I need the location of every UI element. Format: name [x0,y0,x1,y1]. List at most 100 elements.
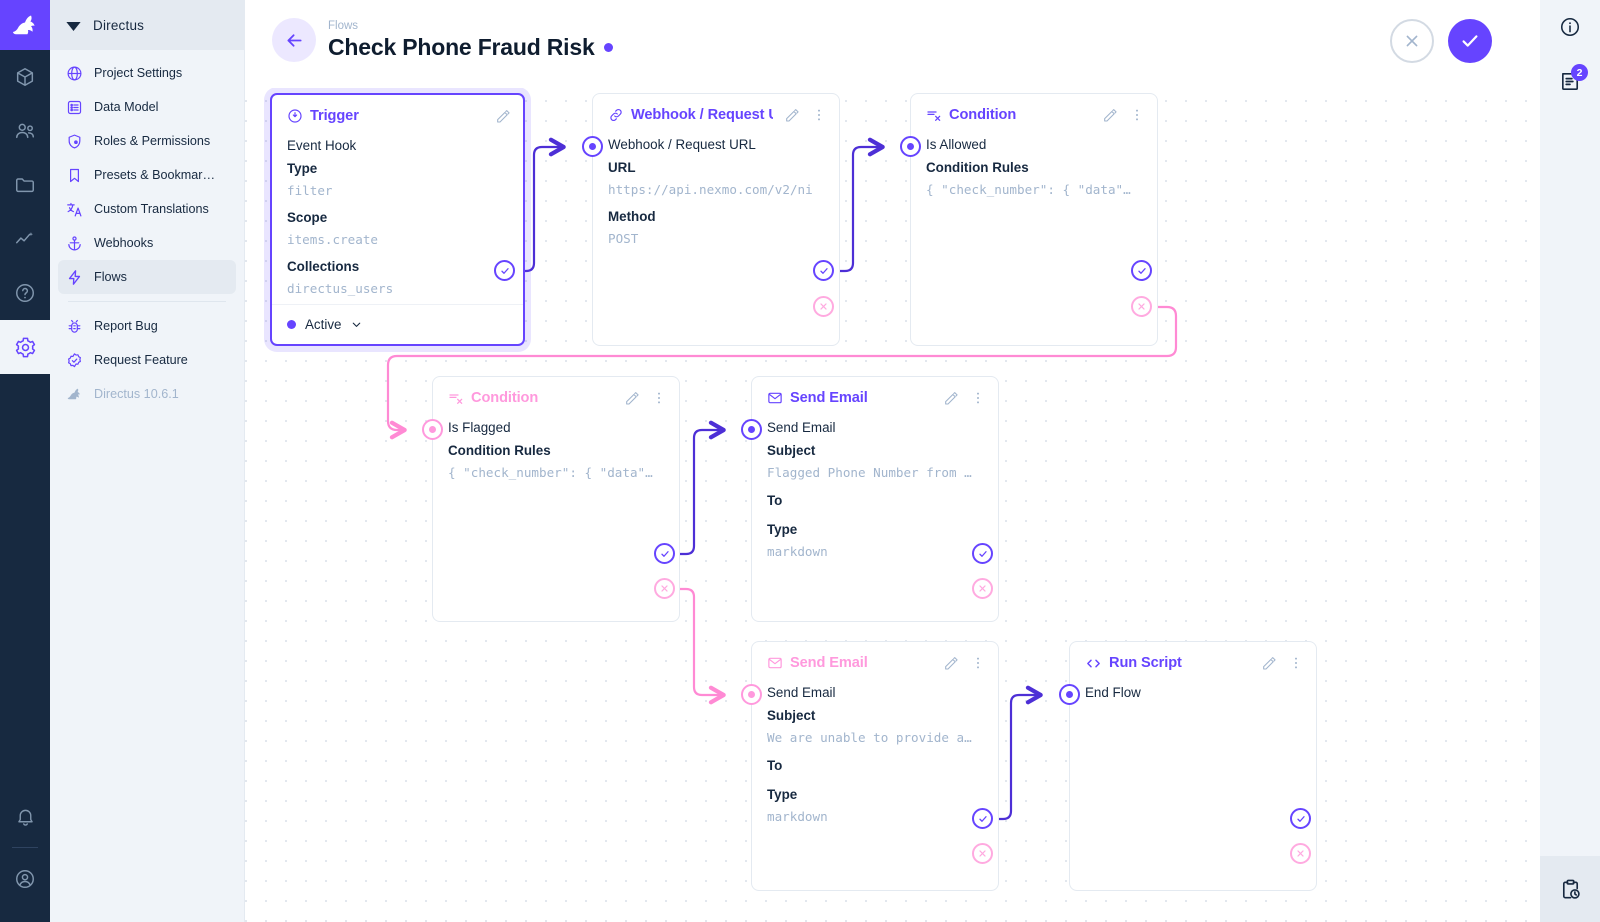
node-run-script[interactable]: Run Script End Flow [1069,641,1317,891]
node-webhook[interactable]: Webhook / Request U Webhook / R [592,93,840,346]
field-label: Type [287,161,318,176]
node-title: Condition [471,390,539,406]
sidebar-item-flows[interactable]: Flows [58,260,236,294]
more-options-icon[interactable] [811,107,827,123]
condition-icon [448,390,464,406]
sidebar-item-request-feature[interactable]: Request Feature [58,343,236,377]
node-header: Condition [433,377,679,419]
rail-item-insights[interactable] [0,212,50,266]
sidebar-item-roles-permissions[interactable]: Roles & Permissions [58,124,236,158]
field-value: filter [287,183,333,198]
node-operation-name: Send Email [767,685,836,700]
field-value: { "check_number": { "data"… [448,465,653,480]
globe-icon [66,65,83,82]
field-value: markdown [767,809,828,824]
edit-pencil-icon[interactable] [943,390,959,406]
port-resolve-condition-is-flagged[interactable] [654,543,675,564]
more-options-icon[interactable] [970,390,986,406]
port-reject-send-email-flagged[interactable] [972,578,993,599]
port-input-send-email-unable[interactable] [741,684,762,705]
rail-item-notifications[interactable] [0,789,50,843]
more-options-icon[interactable] [1129,107,1145,123]
node-body: Send Email Subject Flagged Phone Number … [752,417,998,562]
more-options-icon[interactable] [651,390,667,406]
rail-bottom-group [0,789,50,922]
port-input-condition-is-allowed[interactable] [900,136,921,157]
rabbit-logo-icon [13,15,35,35]
port-input-condition-is-flagged[interactable] [422,419,443,440]
bolt-icon [66,269,83,286]
port-reject-send-email-unable[interactable] [972,843,993,864]
sidebar-item-version: Directus 10.6.1 [58,377,236,411]
rail-item-logo[interactable] [0,0,50,50]
gear-icon [15,337,35,357]
more-options-icon[interactable] [970,655,986,671]
edit-pencil-icon[interactable] [1102,107,1118,123]
port-reject-condition-is-flagged[interactable] [654,578,675,599]
edit-pencil-icon[interactable] [624,390,640,406]
node-title: Run Script [1109,655,1182,671]
field-label: Type [767,522,798,537]
right-sidebar: 2 [1540,0,1600,922]
node-send-email-flagged[interactable]: Send Email Send Email [751,376,999,622]
rabbit-icon [66,386,83,403]
port-resolve-trigger[interactable] [494,260,515,281]
port-resolve-condition-is-allowed[interactable] [1131,260,1152,281]
node-title: Trigger [310,108,359,124]
port-input-send-email-flagged[interactable] [741,419,762,440]
edit-pencil-icon[interactable] [1261,655,1277,671]
rail-item-users[interactable] [0,104,50,158]
back-button[interactable] [272,18,316,62]
save-button[interactable] [1448,19,1492,63]
node-operation-name: Webhook / Request URL [608,137,756,152]
node-trigger[interactable]: Trigger Event Hook Type filter Scope ite… [270,93,525,346]
more-options-icon[interactable] [1288,655,1304,671]
port-resolve-send-email-flagged[interactable] [972,543,993,564]
logs-icon [1561,72,1578,90]
sidebar-logs-button[interactable]: 2 [1540,54,1600,108]
edit-pencil-icon[interactable] [943,655,959,671]
flow-canvas[interactable]: Trigger Event Hook Type filter Scope ite… [245,0,1540,922]
port-resolve-webhook[interactable] [813,260,834,281]
page-title: Check Phone Fraud Risk [328,34,613,61]
sidebar-item-presets-bookmarks[interactable]: Presets & Bookmar… [58,158,236,192]
port-reject-condition-is-allowed[interactable] [1131,296,1152,317]
sidebar-item-label: Flows [94,270,127,284]
module-sidebar: Directus Project Settings [50,0,245,922]
node-condition-is-flagged[interactable]: Condition Is Flagged [432,376,680,622]
node-send-email-unable[interactable]: Send Email Send Email [751,641,999,891]
port-input-webhook[interactable] [582,136,603,157]
logs-badge: 2 [1571,64,1588,81]
sidebar-item-webhooks[interactable]: Webhooks [58,226,236,260]
rail-item-help[interactable] [0,266,50,320]
rail-item-files[interactable] [0,158,50,212]
cancel-button[interactable] [1390,19,1434,63]
port-input-run-script[interactable] [1059,684,1080,705]
field-value: Flagged Phone Number from … [767,465,972,480]
status-label: Active [305,317,342,332]
rail-item-content[interactable] [0,50,50,104]
rail-item-settings[interactable] [0,320,50,374]
sidebar-item-data-model[interactable]: Data Model [58,90,236,124]
field-label: Collections [287,259,360,274]
port-reject-webhook[interactable] [813,296,834,317]
port-resolve-send-email-unable[interactable] [972,808,993,829]
field-label: Condition Rules [926,160,1029,175]
breadcrumb[interactable]: Flows [328,20,359,32]
node-title: Webhook / Request U [631,107,773,123]
edit-pencil-icon[interactable] [784,107,800,123]
sidebar-item-custom-translations[interactable]: Custom Translations [58,192,236,226]
trigger-status-dropdown[interactable]: Active [272,304,523,344]
node-condition-is-allowed[interactable]: Condition Is Allowed [910,93,1158,346]
node-header: Run Script [1070,642,1316,684]
sidebar-item-project-settings[interactable]: Project Settings [58,56,236,90]
sidebar-info-button[interactable] [1540,0,1600,54]
port-resolve-run-script[interactable] [1290,808,1311,829]
rail-item-account[interactable] [0,852,50,906]
sidebar-item-report-bug[interactable]: Report Bug [58,309,236,343]
port-reject-run-script[interactable] [1290,843,1311,864]
sidebar-activity-button[interactable] [1540,856,1600,922]
edit-pencil-icon[interactable] [495,108,511,124]
shield-icon [66,133,83,150]
field-value: POST [608,231,639,246]
